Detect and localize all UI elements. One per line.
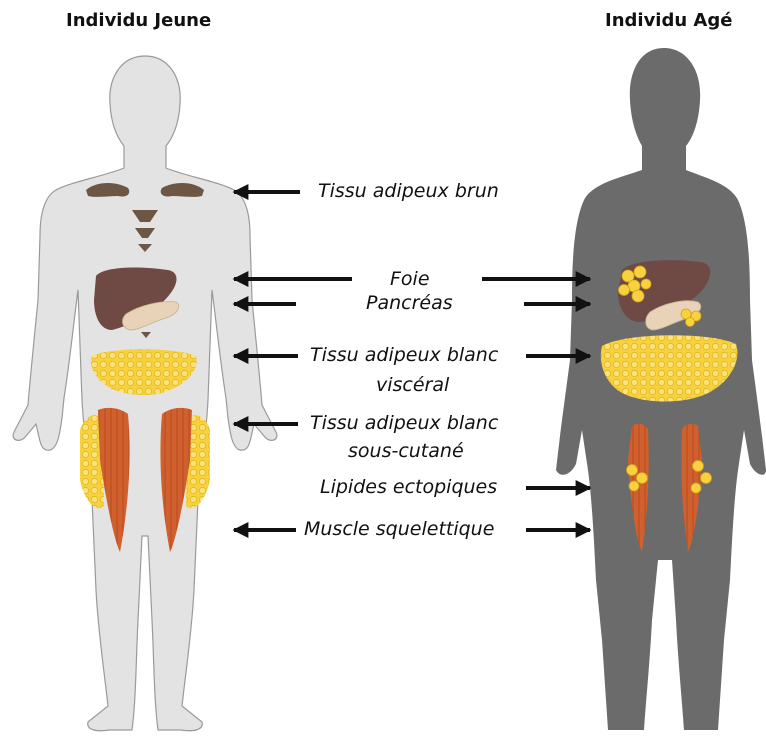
label-pancreas: Pancréas [366, 292, 453, 314]
label-liver: Foie [390, 268, 430, 290]
label-visceral-line1: Tissu adipeux blanc [310, 344, 498, 366]
label-muscle: Muscle squelettique [304, 518, 494, 540]
label-visceral-line2: viscéral [376, 374, 449, 396]
label-ectopic: Lipides ectopiques [320, 476, 497, 498]
label-subcut-line1: Tissu adipeux blanc [310, 412, 498, 434]
label-subcut-line2: sous-cutané [348, 440, 464, 462]
label-brown-fat: Tissu adipeux brun [318, 180, 499, 202]
